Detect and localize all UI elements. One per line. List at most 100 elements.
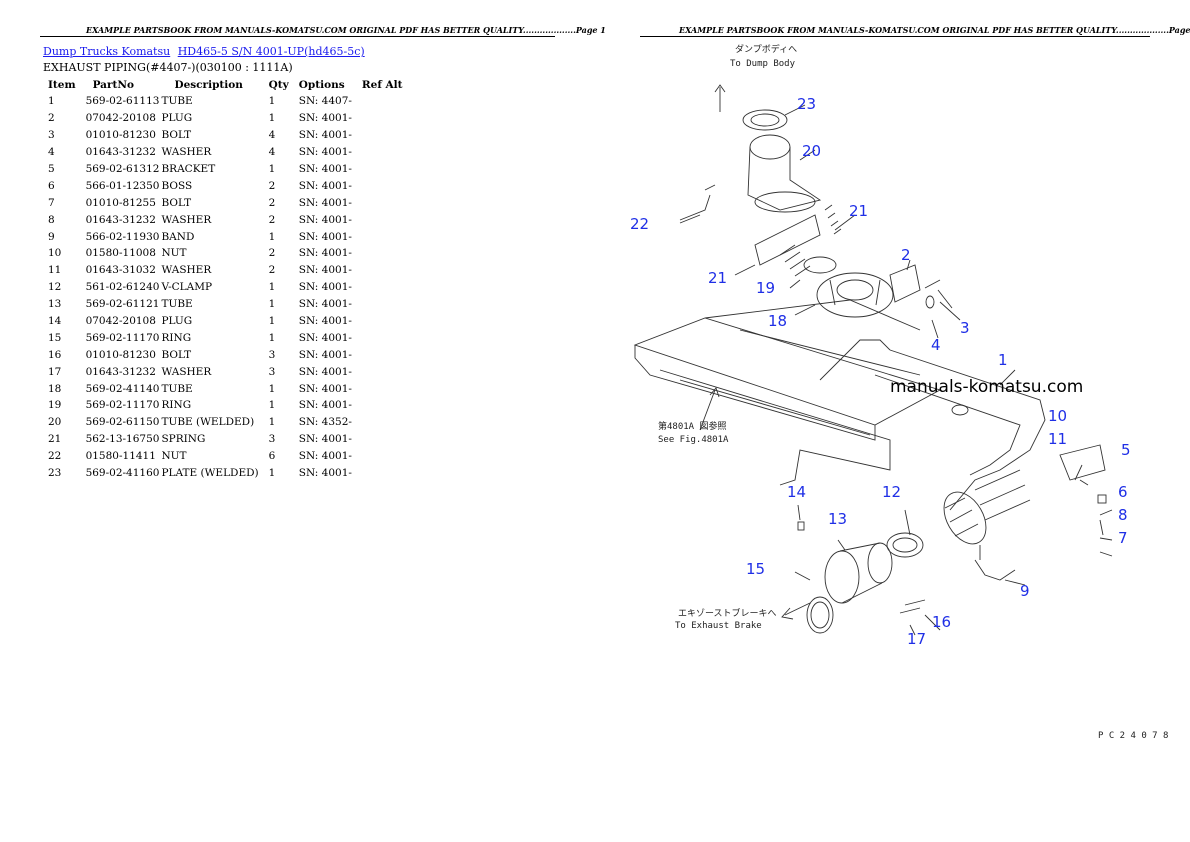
parts-table: Item PartNo Description Qty Options Ref … [43, 77, 408, 481]
cell-partno: 07042-20108 [85, 315, 156, 328]
cell-qty: 1 [268, 399, 276, 412]
callout-20: 20 [802, 142, 821, 160]
callout-11: 11 [1048, 430, 1067, 448]
callout-2: 2 [901, 246, 911, 264]
callout-17: 17 [907, 630, 926, 648]
cell-description: SPRING [161, 433, 206, 446]
cell-item: 13 [48, 298, 62, 311]
cell-options: SN: 4001- [298, 230, 352, 243]
cell-ref-alt [357, 228, 408, 245]
cell-description: RING [161, 399, 192, 412]
header-divider-left [40, 36, 555, 37]
cell-item: 21 [48, 433, 62, 446]
cell-qty: 1 [268, 281, 276, 294]
column-header-partno: PartNo [92, 79, 134, 91]
cell-qty: 3 [268, 433, 276, 446]
exhaust-brake-label-jp: エキゾーストブレーキへ [678, 607, 777, 619]
cell-options: SN: 4001- [298, 196, 352, 209]
callout-21: 21 [849, 202, 868, 220]
breadcrumb-link-category[interactable]: Dump Trucks Komatsu [43, 45, 171, 58]
cell-partno: 569-02-41140 [85, 382, 160, 395]
cell-partno: 07042-20108 [85, 112, 156, 125]
cell-ref-alt [357, 262, 408, 279]
callout-8: 8 [1118, 506, 1128, 524]
cell-ref-alt [357, 329, 408, 346]
dump-body-label-en: To Dump Body [730, 59, 796, 69]
cell-description: NUT [161, 450, 187, 463]
cell-partno: 569-02-11170 [85, 331, 160, 344]
table-header-row: Item PartNo Description Qty Options Ref … [43, 77, 408, 93]
cell-options: SN: 4001- [298, 112, 352, 125]
cell-item: 1 [48, 95, 55, 108]
column-header-item: Item [48, 79, 76, 91]
cell-description: WASHER [161, 146, 212, 159]
cell-ref-alt [357, 93, 408, 110]
cell-qty: 3 [268, 365, 276, 378]
cell-item: 7 [48, 196, 55, 209]
cell-partno: 569-02-41160 [85, 467, 160, 480]
cell-qty: 1 [268, 315, 276, 328]
cell-description: PLATE (WELDED) [161, 467, 259, 480]
cell-qty: 1 [268, 382, 276, 395]
callout-22: 22 [630, 215, 649, 233]
cell-ref-alt [357, 363, 408, 380]
figure-code: P C 2 4 0 7 8 [1098, 731, 1168, 741]
callout-12: 12 [882, 483, 901, 501]
cell-description: BAND [161, 230, 195, 243]
column-header-qty: Qty [268, 79, 289, 91]
cell-partno: 566-01-12350 [85, 179, 160, 192]
cell-qty: 2 [268, 213, 276, 226]
cell-options: SN: 4001- [298, 213, 352, 226]
callout-7: 7 [1118, 529, 1128, 547]
breadcrumb: Dump Trucks Komatsu HD465-5 S/N 4001-UP(… [43, 45, 369, 58]
cell-item: 22 [48, 450, 62, 463]
cell-item: 3 [48, 129, 55, 142]
cell-description: TUBE (WELDED) [161, 416, 255, 429]
column-header-options: Options [298, 79, 345, 91]
cell-partno: 01643-31232 [85, 146, 156, 159]
breadcrumb-link-model[interactable]: HD465-5 S/N 4001-UP(hd465-5c) [177, 45, 365, 58]
cell-ref-alt [357, 144, 408, 161]
cell-ref-alt [357, 448, 408, 465]
cell-item: 19 [48, 399, 62, 412]
cell-ref-alt [357, 211, 408, 228]
cell-qty: 1 [268, 163, 276, 175]
cell-ref-alt [357, 279, 408, 296]
cell-item: 17 [48, 365, 62, 378]
cell-item: 23 [48, 467, 62, 480]
cell-options: SN: 4001- [298, 331, 352, 344]
callout-4: 4 [931, 336, 941, 354]
cell-qty: 2 [268, 179, 276, 192]
cell-partno: 569-02-61150 [85, 416, 160, 429]
callout-15: 15 [746, 560, 765, 578]
cell-options: SN: 4407- [298, 95, 352, 108]
cell-ref-alt [357, 414, 408, 431]
callout-6: 6 [1118, 483, 1128, 501]
cell-partno: 569-02-11170 [85, 399, 160, 412]
column-header-ref-alt: Ref Alt [361, 79, 403, 91]
cell-options: SN: 4352- [298, 416, 352, 429]
cell-qty: 4 [268, 146, 276, 159]
cell-item: 2 [48, 112, 55, 125]
cell-partno: 569-02-61312 [85, 163, 160, 175]
cell-partno: 561-02-61240 [85, 281, 160, 294]
cell-description: TUBE [161, 95, 193, 108]
cell-description: TUBE [161, 382, 193, 395]
cell-item: 12 [48, 281, 62, 294]
cell-item: 20 [48, 416, 62, 429]
cell-description: BRACKET [161, 163, 216, 175]
cell-options: SN: 4001- [298, 281, 352, 294]
cell-ref-alt [357, 127, 408, 144]
